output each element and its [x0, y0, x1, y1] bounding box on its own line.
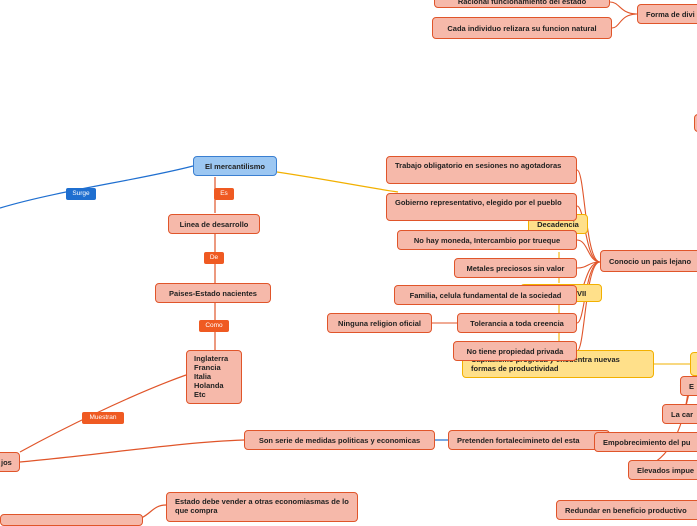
node-ninguna-religion[interactable]: Ninguna religion oficial — [327, 313, 432, 333]
central-topic[interactable]: El mercantilismo — [193, 156, 277, 176]
node-countries[interactable]: Inglaterra Francia Italia Holanda Etc — [186, 350, 242, 404]
node-moneda[interactable]: No hay moneda, Intercambio por trueque — [397, 230, 577, 250]
node-forma-div[interactable]: Forma de divi — [637, 4, 697, 24]
node-empobrecimiento[interactable]: Empobrecimiento del pu — [594, 432, 697, 452]
node-far-right-yellow[interactable] — [690, 352, 697, 376]
node-trabajo[interactable]: Trabajo obligatorio en sesiones no agota… — [386, 156, 577, 184]
label-muestran: Muestran — [82, 412, 124, 424]
node-gobierno[interactable]: Gobierno representativo, elegido por el … — [386, 193, 577, 221]
node-conocio[interactable]: Conocio un pais lejano — [600, 250, 697, 272]
node-familia[interactable]: Familia, celula fundamental de la socied… — [394, 285, 577, 305]
node-left-edge[interactable]: jos — [0, 452, 20, 472]
node-tolerancia[interactable]: Tolerancia a toda creencia — [457, 313, 577, 333]
label-surge: Surge — [66, 188, 96, 200]
node-medidas[interactable]: Son serie de medidas politicas y economi… — [244, 430, 435, 450]
label-es: Es — [214, 188, 234, 200]
node-linea-desarrollo[interactable]: Linea de desarrollo — [168, 214, 260, 234]
node-estado-vender[interactable]: Estado debe vender a otras economiasmas … — [166, 492, 358, 522]
node-elevados-impuestos[interactable]: Elevados impue — [628, 460, 697, 480]
node-fortalecer[interactable]: Pretenden fortalecimineto del esta — [448, 430, 610, 450]
node-metales[interactable]: Metales preciosos sin valor — [454, 258, 577, 278]
label-de: De — [204, 252, 224, 264]
node-bottom-left-partial[interactable] — [0, 514, 143, 526]
node-cada-individuo[interactable]: Cada individuo relizara su funcion natur… — [432, 17, 612, 39]
node-paises-estado[interactable]: Paises-Estado nacientes — [155, 283, 271, 303]
node-far-right-e[interactable]: E — [680, 376, 697, 396]
node-racional[interactable]: Racional funcionamiento del estado — [434, 0, 610, 8]
node-far-right-car[interactable]: La car — [662, 404, 697, 424]
label-como: Como — [199, 320, 229, 332]
node-far-right-top[interactable] — [694, 114, 697, 132]
node-redundar[interactable]: Redundar en beneficio productivo — [556, 500, 697, 520]
node-propiedad[interactable]: No tiene propiedad privada — [453, 341, 577, 361]
